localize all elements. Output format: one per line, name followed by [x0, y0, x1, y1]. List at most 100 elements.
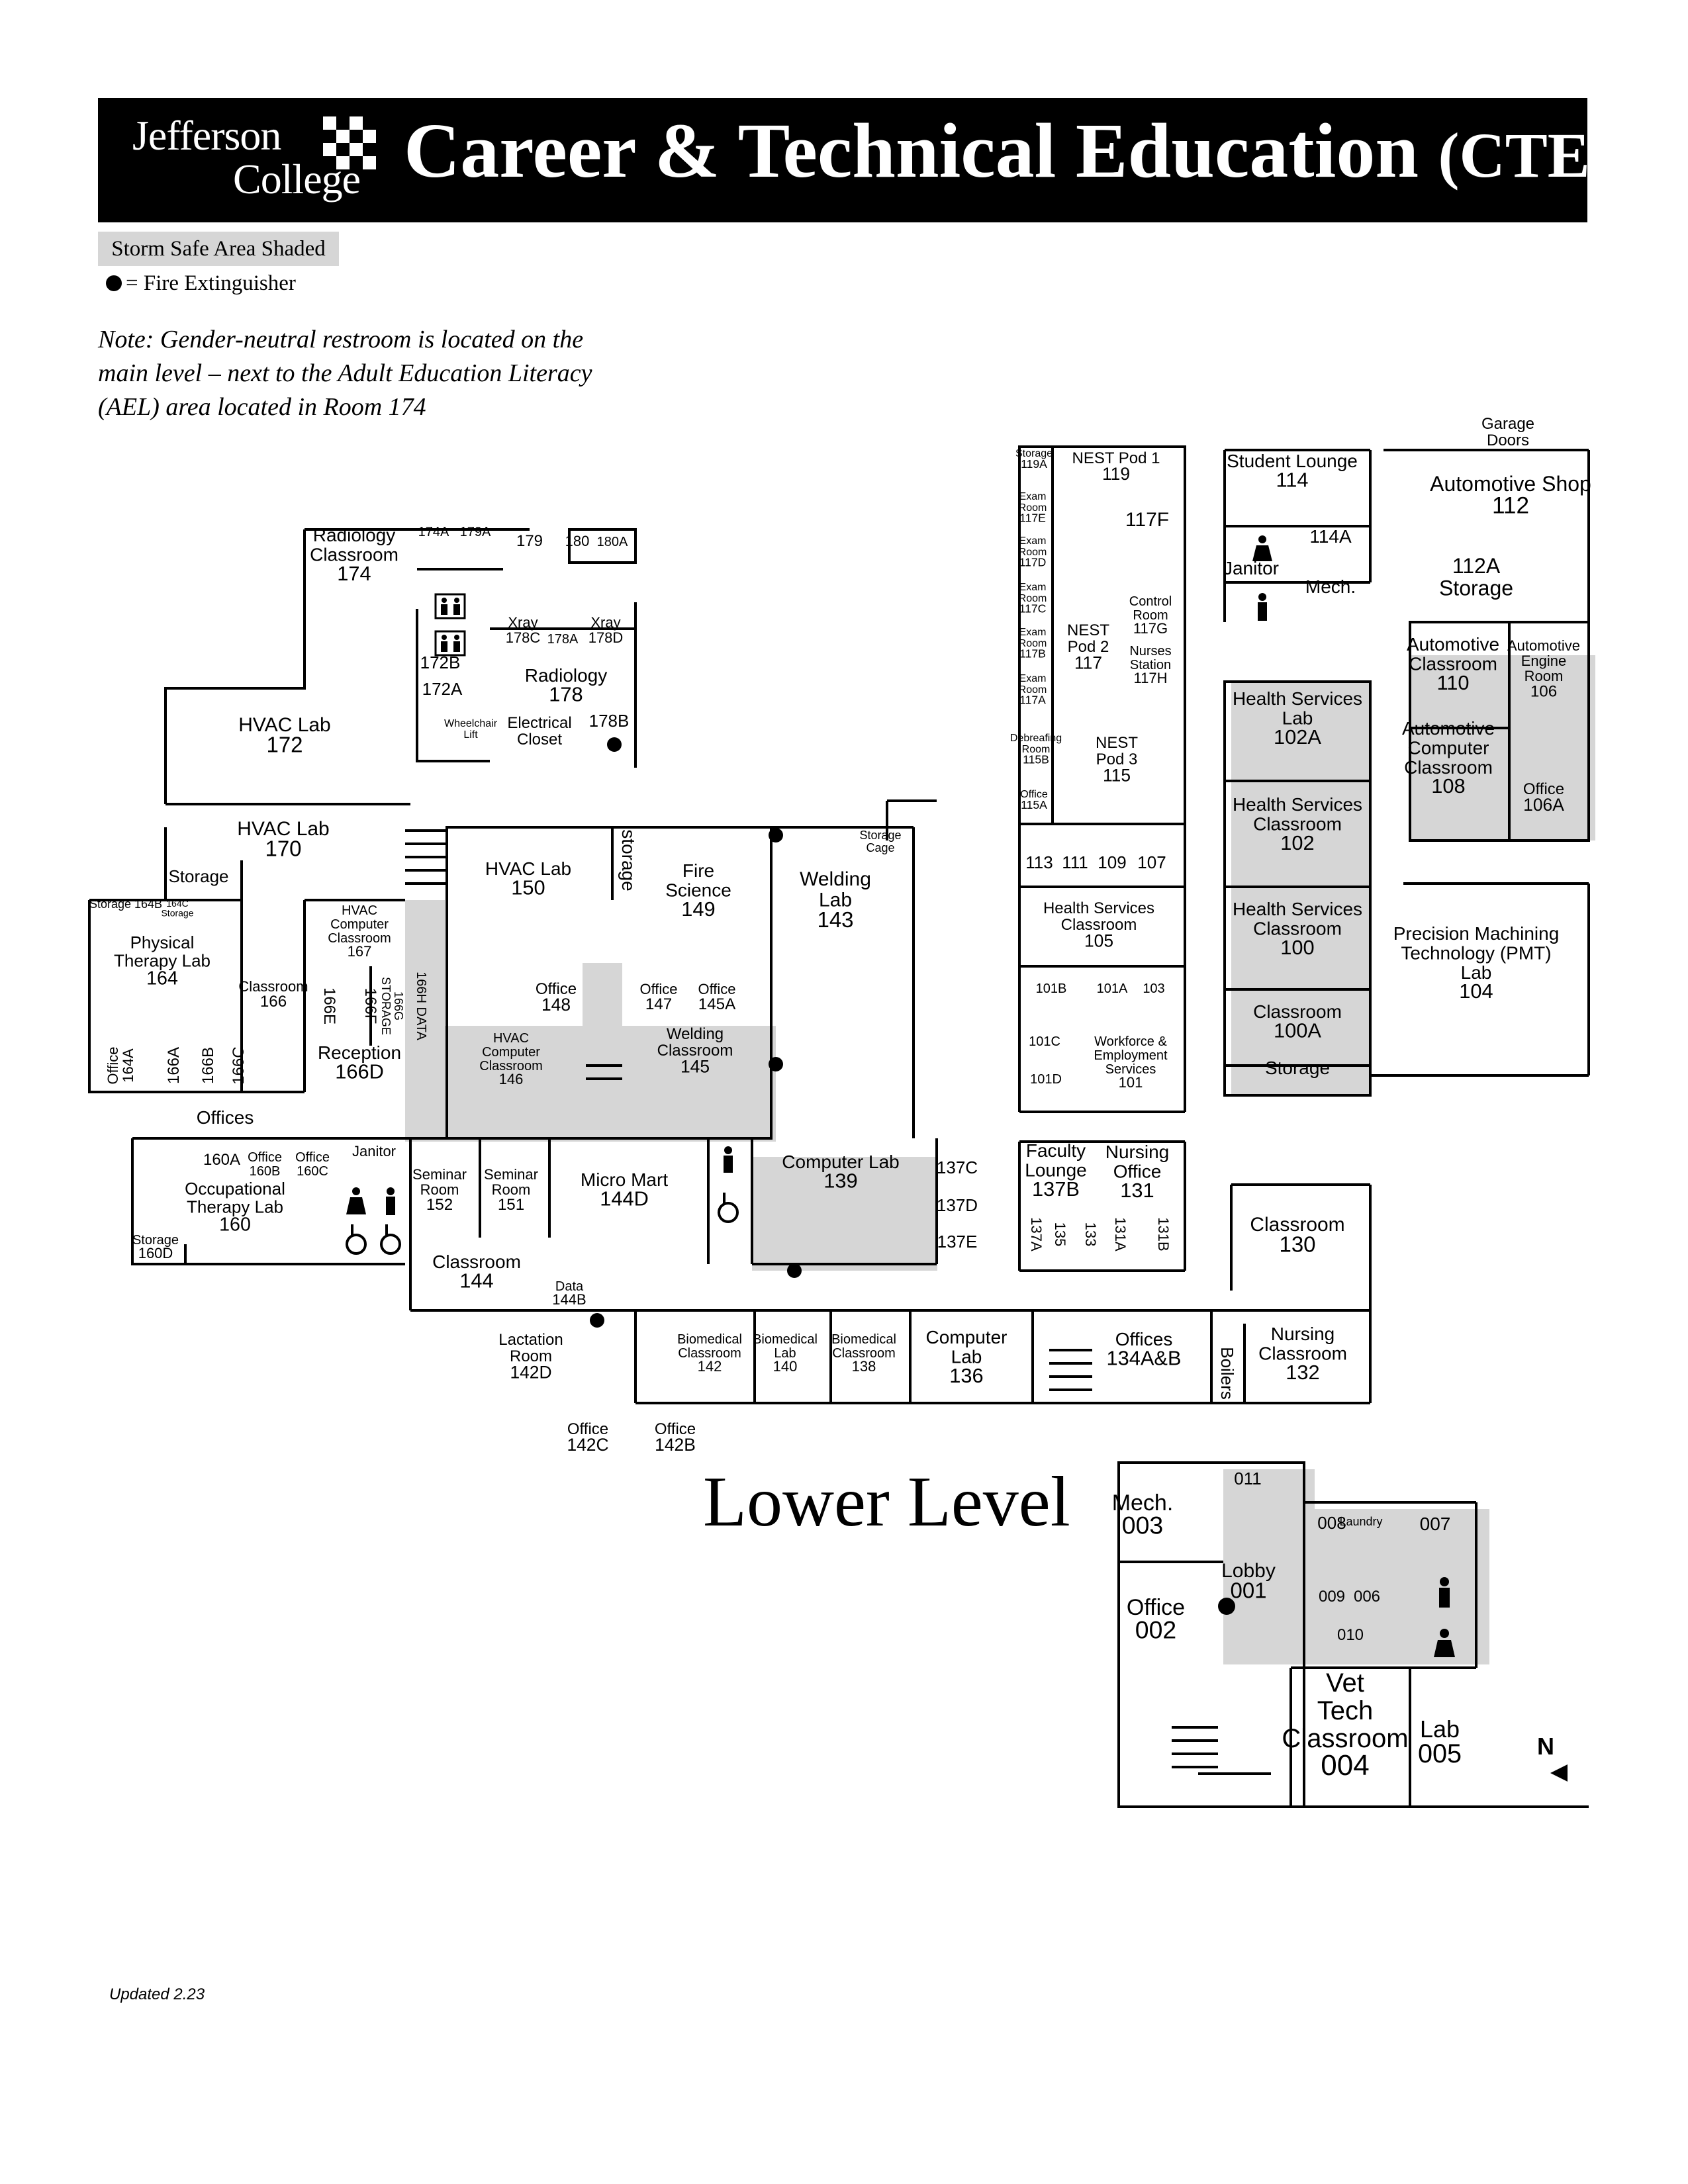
fire-extinguisher-icon [607, 737, 622, 752]
room-label: 101C [1029, 1034, 1060, 1049]
restroom-icon [1252, 535, 1272, 561]
room-label: 178A [547, 632, 579, 647]
fire-extinguisher-icon [590, 1313, 604, 1328]
room-label: 174A [418, 525, 449, 539]
north-label: N [1537, 1733, 1554, 1760]
room-label: 101B [1036, 981, 1067, 996]
room-label: 166B [199, 1047, 217, 1084]
room-label: Janitor [1223, 558, 1279, 578]
restroom-icon [386, 1187, 395, 1215]
room-label: 114A [1309, 526, 1352, 547]
room-label: Laundry [1339, 1515, 1382, 1528]
room-label: 172B [420, 653, 461, 672]
room-label: 180 [565, 533, 590, 549]
fire-extinguisher-markers [590, 737, 1235, 1615]
room-label: Janitor [352, 1143, 396, 1160]
room-label: 166F [361, 988, 379, 1024]
restroom-icon [346, 1187, 366, 1214]
stairs [405, 829, 1218, 1768]
logo-jefferson: Jefferson [132, 112, 281, 159]
walls [88, 445, 1590, 1808]
room-label: 111 [1062, 852, 1088, 872]
room-label: Offices [197, 1107, 254, 1128]
room-label: 008 [1317, 1513, 1346, 1533]
fire-extinguisher-icon [1218, 1598, 1235, 1615]
room-label: 007 [1420, 1514, 1451, 1534]
restroom-icon [434, 630, 466, 657]
room-label: 131A [1112, 1217, 1129, 1251]
room-label: 172A [422, 679, 463, 699]
room-label: 179A [460, 525, 491, 539]
room-label: 180A [597, 535, 628, 549]
restroom-icon [434, 593, 466, 619]
room-label: 117F [1125, 509, 1169, 531]
room-label: 009 [1319, 1588, 1345, 1606]
fire-extinguisher-icon [106, 275, 122, 291]
room-label: storage [618, 829, 639, 891]
room-label: 137D [937, 1195, 978, 1215]
legend-storm-safe: Storm Safe Area Shaded [98, 232, 339, 266]
fire-extinguisher-icon [769, 1057, 783, 1071]
title-main: Career & Technical Education [404, 107, 1419, 194]
room-label: 103 [1143, 981, 1164, 996]
restroom-icon [1258, 593, 1267, 621]
room-label: 166C [230, 1046, 248, 1084]
legend-fire-extinguisher: = Fire Extinguisher [106, 271, 296, 296]
wheelchair-icon [380, 1224, 401, 1255]
room-label: 109 [1098, 852, 1126, 872]
room-label: 131B [1155, 1217, 1172, 1251]
room-label: 010 [1337, 1626, 1364, 1644]
room-label: 178B [589, 711, 630, 731]
lower-level-title: Lower Level [703, 1463, 1070, 1541]
wheelchair-icon [346, 1224, 367, 1255]
room-label: Storage [1265, 1058, 1330, 1078]
updated-label: Updated 2.23 [109, 1985, 205, 2003]
